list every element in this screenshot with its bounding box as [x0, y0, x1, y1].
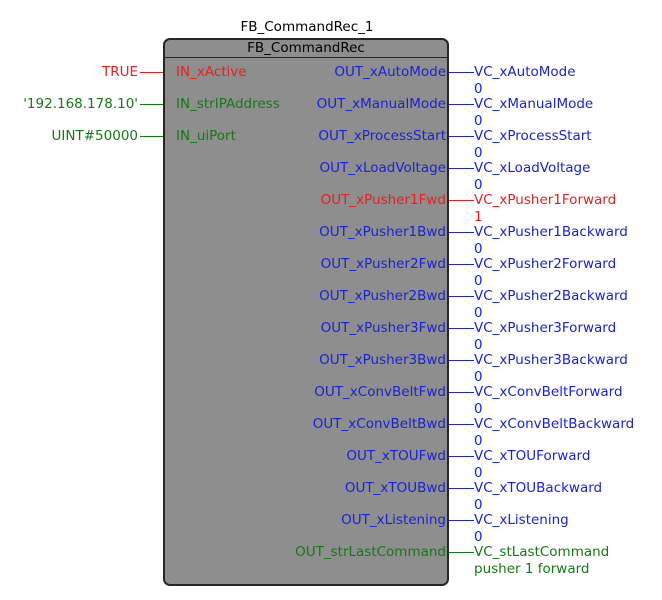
output-pin-label: OUT_xTOUBwd	[344, 480, 446, 496]
output-wire	[449, 520, 474, 521]
output-wire	[449, 328, 474, 329]
output-variable[interactable]: VC_stLastCommand	[474, 544, 610, 560]
output-variable[interactable]: VC_xTOUForward	[474, 448, 591, 464]
output-value: 0	[474, 273, 483, 289]
output-wire	[449, 552, 474, 553]
output-variable[interactable]: VC_xPusher2Backward	[474, 288, 628, 304]
output-value: 0	[474, 241, 483, 257]
output-value: 0	[474, 113, 483, 129]
output-pin-label: OUT_xPusher3Fwd	[320, 320, 446, 336]
output-value: 0	[474, 81, 483, 97]
output-pin-label: OUT_xListening	[341, 512, 446, 528]
output-wire	[449, 360, 474, 361]
output-pin-label: OUT_xConvBeltFwd	[314, 384, 446, 400]
output-pin-label: OUT_xTOUFwd	[346, 448, 446, 464]
output-wire	[449, 72, 474, 73]
input-wire	[140, 104, 163, 105]
output-variable[interactable]: VC_xListening	[474, 512, 569, 528]
output-wire	[449, 296, 474, 297]
output-pin-label: OUT_xPusher2Bwd	[319, 288, 446, 304]
output-pin-label: OUT_xLoadVoltage	[319, 160, 446, 176]
input-value-port[interactable]: UINT#50000	[51, 128, 138, 144]
function-block[interactable]: FB_CommandRec	[163, 38, 449, 586]
output-variable[interactable]: VC_xTOUBackward	[474, 480, 603, 496]
output-variable[interactable]: VC_xPusher2Forward	[474, 256, 617, 272]
output-wire	[449, 488, 474, 489]
output-wire	[449, 200, 474, 201]
output-variable[interactable]: VC_xAutoMode	[474, 64, 576, 80]
output-pin-label: OUT_xManualMode	[316, 96, 446, 112]
output-variable[interactable]: VC_xPusher3Forward	[474, 320, 617, 336]
fb-type-name: FB_CommandRec	[165, 40, 447, 58]
output-wire	[449, 424, 474, 425]
input-pin-label: IN_strIPAddress	[176, 96, 280, 112]
output-wire	[449, 104, 474, 105]
output-wire	[449, 232, 474, 233]
output-wire	[449, 264, 474, 265]
output-pin-label: OUT_strLastCommand	[295, 544, 446, 560]
output-value: 0	[474, 305, 483, 321]
output-value: 0	[474, 369, 483, 385]
output-wire	[449, 456, 474, 457]
input-wire	[140, 136, 163, 137]
output-variable[interactable]: VC_xManualMode	[474, 96, 594, 112]
fb-instance-name: FB_CommandRec_1	[240, 19, 374, 35]
output-wire	[449, 136, 474, 137]
output-variable[interactable]: VC_xConvBeltBackward	[474, 416, 635, 432]
output-pin-label: OUT_xConvBeltBwd	[312, 416, 446, 432]
output-value: 0	[474, 401, 483, 417]
output-variable[interactable]: VC_xPusher1Forward	[474, 192, 617, 208]
input-value-ip[interactable]: '192.168.178.10'	[23, 96, 138, 112]
output-variable[interactable]: VC_xLoadVoltage	[474, 160, 591, 176]
output-value: pusher 1 forward	[474, 561, 590, 577]
output-wire	[449, 392, 474, 393]
output-variable[interactable]: VC_xProcessStart	[474, 128, 592, 144]
output-pin-label: OUT_xPusher2Fwd	[320, 256, 446, 272]
output-pin-label: OUT_xPusher3Bwd	[319, 352, 446, 368]
output-variable[interactable]: VC_xPusher1Backward	[474, 224, 628, 240]
output-value: 0	[474, 497, 483, 513]
output-value: 0	[474, 177, 483, 193]
output-pin-label: OUT_xPusher1Bwd	[319, 224, 446, 240]
input-value-true[interactable]: TRUE	[101, 64, 138, 80]
output-pin-label: OUT_xProcessStart	[318, 128, 446, 144]
input-wire	[140, 72, 163, 73]
output-value: 0	[474, 337, 483, 353]
output-value: 0	[474, 145, 483, 161]
output-value: 0	[474, 465, 483, 481]
output-variable[interactable]: VC_xConvBeltForward	[474, 384, 623, 400]
input-pin-label: IN_uiPort	[176, 128, 236, 144]
output-pin-label: OUT_xAutoMode	[334, 64, 446, 80]
output-value: 1	[474, 209, 483, 225]
output-variable[interactable]: VC_xPusher3Backward	[474, 352, 628, 368]
input-pin-label: IN_xActive	[176, 64, 247, 80]
output-pin-label: OUT_xPusher1Fwd	[320, 192, 446, 208]
output-wire	[449, 168, 474, 169]
output-value: 0	[474, 433, 483, 449]
output-value: 0	[474, 529, 483, 545]
